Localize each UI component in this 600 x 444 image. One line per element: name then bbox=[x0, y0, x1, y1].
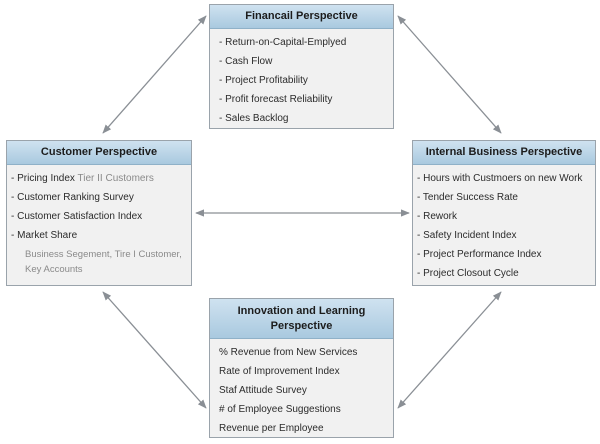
arrow-customer-innovation bbox=[102, 291, 207, 409]
customer-items: - Pricing Index Tier II Customers - Cust… bbox=[7, 165, 191, 245]
market-share-segments: Business Segement, Tire I Customer, Key … bbox=[7, 245, 191, 277]
internal-business-perspective-box: Internal Business Perspective - Hours wi… bbox=[412, 140, 596, 286]
pricing-index-label: - Pricing Index bbox=[11, 173, 78, 184]
list-item: - Safety Incident Index bbox=[417, 230, 517, 241]
internal-items: - Hours with Custmoers on new Work - Ten… bbox=[413, 165, 595, 283]
list-item: - Hours with Custmoers on new Work bbox=[417, 173, 583, 184]
list-item: - Project Closout Cycle bbox=[417, 268, 519, 279]
title-line: Innovation and Learning bbox=[237, 305, 366, 317]
list-item: # of Employee Suggestions bbox=[219, 404, 341, 415]
financial-perspective-title: Financail Perspective bbox=[210, 5, 393, 29]
innovation-learning-perspective-box: Innovation and Learning Perspective % Re… bbox=[209, 298, 394, 438]
innovation-learning-perspective-title: Innovation and Learning Perspective bbox=[210, 299, 393, 339]
list-item: - Customer Satisfaction Index bbox=[11, 211, 143, 222]
segment-line: Business Segement, Tire I Customer, bbox=[25, 249, 182, 260]
segment-line: Key Accounts bbox=[25, 264, 83, 275]
title-line: Perspective bbox=[270, 320, 333, 332]
list-item: - Project Performance Index bbox=[417, 249, 542, 260]
innovation-items: % Revenue from New Services Rate of Impr… bbox=[210, 339, 393, 438]
list-item: - Project Profitability bbox=[219, 75, 308, 86]
list-item: % Revenue from New Services bbox=[219, 347, 358, 358]
list-item: - Rework bbox=[417, 211, 458, 222]
list-item: - Sales Backlog bbox=[219, 113, 289, 124]
financial-perspective-box: Financail Perspective - Return-on-Capita… bbox=[209, 4, 394, 129]
list-item: - Market Share bbox=[11, 230, 78, 241]
financial-items: - Return-on-Capital-Emplyed - Cash Flow … bbox=[210, 29, 393, 128]
arrow-customer-financial bbox=[102, 15, 207, 134]
list-item: - Customer Ranking Survey bbox=[11, 192, 134, 203]
list-item: - Tender Success Rate bbox=[417, 192, 518, 203]
list-item: Revenue per Employee bbox=[219, 423, 324, 434]
arrow-internal-innovation bbox=[397, 291, 502, 409]
list-item: - Cash Flow bbox=[219, 56, 273, 67]
list-item: - Profit forecast Reliability bbox=[219, 94, 333, 105]
customer-perspective-box: Customer Perspective - Pricing Index Tie… bbox=[6, 140, 192, 286]
list-item: - Return-on-Capital-Emplyed bbox=[219, 37, 347, 48]
list-item: Staf Attitude Survey bbox=[219, 385, 307, 396]
internal-business-perspective-title: Internal Business Perspective bbox=[413, 141, 595, 165]
list-item: - Pricing Index Tier II Customers bbox=[11, 169, 191, 188]
arrow-financial-internal bbox=[397, 15, 502, 134]
pricing-index-qualifier: Tier II Customers bbox=[77, 173, 154, 184]
customer-perspective-title: Customer Perspective bbox=[7, 141, 191, 165]
list-item: Rate of Improvement Index bbox=[219, 366, 340, 377]
